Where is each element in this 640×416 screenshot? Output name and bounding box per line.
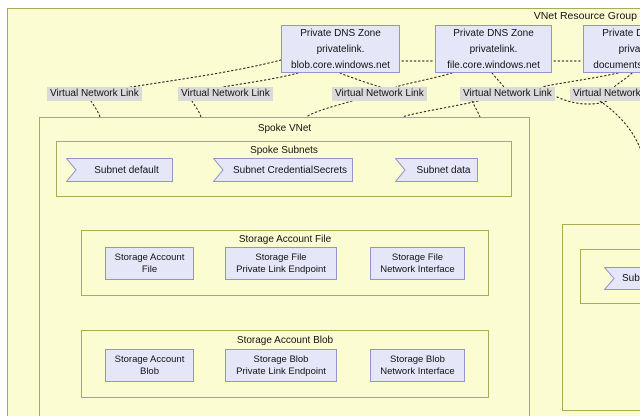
second-vnet-container: Subnet	[562, 224, 640, 411]
storage-file-private-link-endpoint-node: Storage File Private Link Endpoint	[225, 247, 337, 280]
subnet-data-label: Subnet data	[416, 164, 471, 176]
storage-blob-private-link-endpoint-node: Storage Blob Private Link Endpoint	[225, 349, 337, 382]
subnet-chevron-shape	[395, 158, 478, 182]
dns-zone-blob-line1: Private DNS Zone	[300, 28, 381, 39]
dns-zone-file-line2: privatelink.	[469, 44, 518, 55]
storage-account-file-node: Storage Account File	[105, 247, 194, 280]
storage-account-blob-group: Storage Account Blob Storage Account Blo…	[81, 330, 489, 398]
node-line1: Storage Account	[114, 252, 185, 263]
storage-file-network-interface-node: Storage File Network Interface	[370, 247, 465, 280]
storage-blob-network-interface-node: Storage Blob Network Interface	[370, 349, 465, 382]
storage-account-blob-title: Storage Account Blob	[236, 335, 334, 346]
dns-zone-documents: Private DNS Zone privatelink. documents.…	[583, 25, 640, 73]
node-line2: Network Interface	[380, 263, 455, 275]
subnet-data: Subnet data	[395, 158, 478, 182]
dns-zone-blob: Private DNS Zone privatelink. blob.core.…	[281, 25, 400, 73]
node-line1: Storage Blob	[253, 354, 309, 365]
node-line1: Storage File	[391, 252, 444, 263]
dns-zone-file: Private DNS Zone privatelink. file.core.…	[435, 25, 552, 73]
second-vnet-subnet: Subnet	[604, 267, 640, 290]
node-line2: Private Link Endpoint	[236, 263, 326, 275]
storage-account-file-title: Storage Account File	[238, 234, 332, 245]
spoke-vnet-title: Spoke VNet	[257, 123, 312, 134]
virtual-network-link-1: Virtual Network Link	[47, 87, 142, 101]
node-line2: Private Link Endpoint	[236, 365, 326, 377]
virtual-network-link-3: Virtual Network Link	[332, 87, 427, 101]
subnet-chevron-shape	[604, 267, 640, 290]
dns-zone-file-line1: Private DNS Zone	[453, 28, 534, 39]
virtual-network-link-2: Virtual Network Link	[178, 87, 273, 101]
dns-zone-documents-line2: privatelink.	[618, 44, 640, 55]
subnet-credentialsecrets: Subnet CredentialSecrets	[213, 158, 353, 182]
virtual-network-link-4: Virtual Network Link	[460, 87, 555, 101]
node-line1: Storage Blob	[390, 354, 445, 365]
spoke-vnet-container: Spoke VNet Spoke Subnets Subnet default …	[39, 117, 530, 416]
node-line2: File	[141, 263, 158, 275]
subnet-default: Subnet default	[66, 158, 173, 182]
spoke-subnets-title: Spoke Subnets	[250, 145, 318, 156]
dns-zone-blob-line3: blob.core.windows.net	[291, 60, 390, 71]
subnet-default-label: Subnet default	[94, 164, 159, 176]
storage-account-blob-node: Storage Account Blob	[105, 349, 194, 382]
storage-account-file-group: Storage Account File Storage Account Fil…	[81, 230, 489, 296]
dns-zone-documents-line3: documents.azure.com	[593, 60, 640, 71]
dns-zone-documents-line1: Private DNS Zone	[602, 28, 640, 39]
second-vnet-subnet-label: Subnet	[622, 273, 640, 284]
node-line2: Network Interface	[380, 365, 455, 377]
vnet-resource-group-title: VNet Resource Group	[533, 10, 637, 22]
subnet-chevron-shape	[213, 158, 353, 182]
virtual-network-link-5: Virtual Network Link	[570, 87, 640, 101]
subnet-credentialsecrets-label: Subnet CredentialSecrets	[233, 164, 347, 176]
node-line1: Storage File	[255, 252, 307, 263]
node-line1: Storage Account	[114, 354, 185, 365]
spoke-subnets-container: Spoke Subnets Subnet default Subnet Cred…	[56, 141, 512, 197]
node-line2: Blob	[139, 365, 159, 377]
second-vnet-subnets-container: Subnet	[580, 249, 640, 304]
dns-zone-file-line3: file.core.windows.net	[447, 60, 540, 71]
subnet-chevron-shape	[66, 158, 173, 182]
dns-zone-blob-line2: privatelink.	[316, 44, 365, 55]
